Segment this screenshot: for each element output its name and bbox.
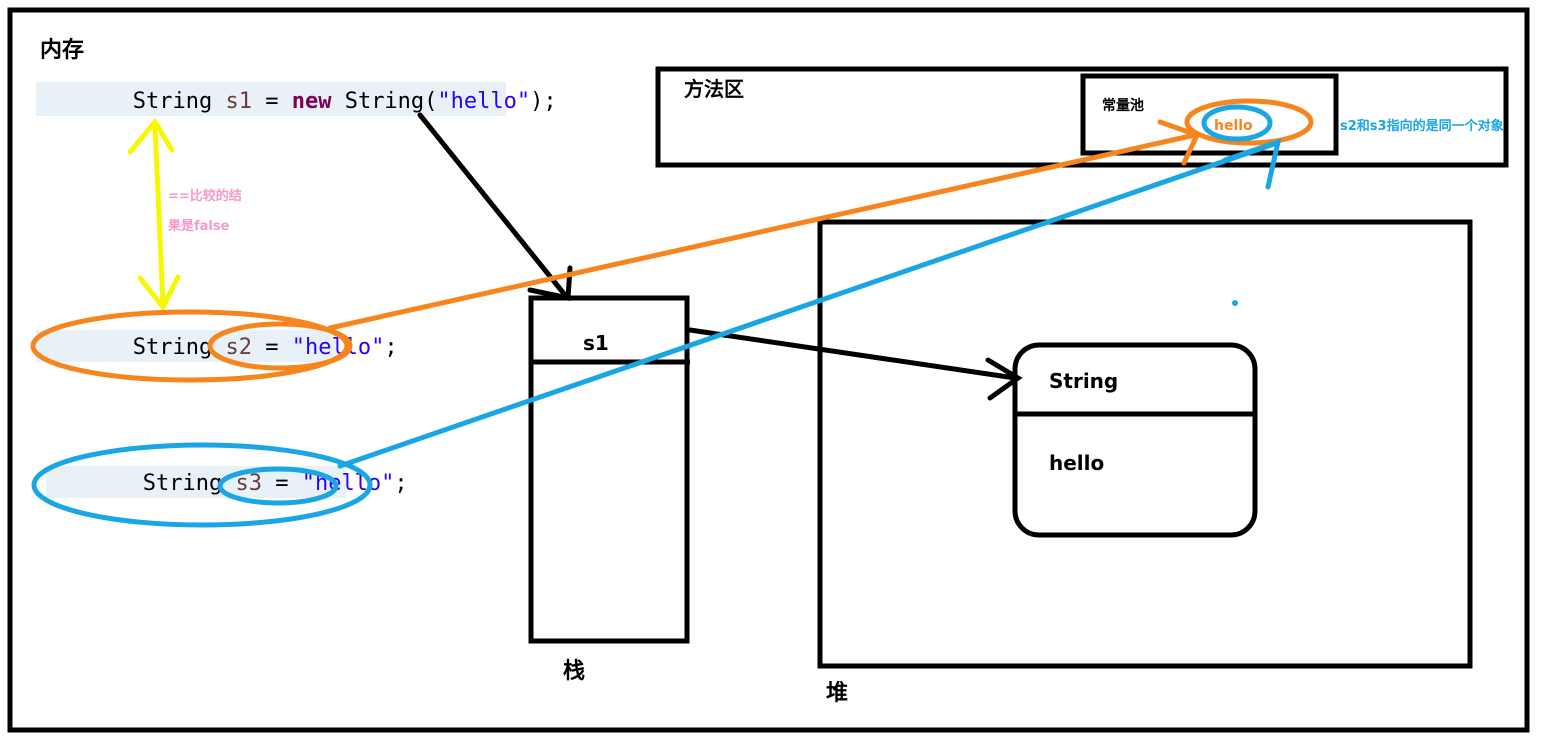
code-eq: = [252, 335, 292, 360]
code-eq: = [252, 89, 292, 114]
pool-hello-value: hello [1214, 118, 1253, 134]
same-object-note: s2和s3指向的是同一个对象 [1340, 118, 1504, 134]
method-area-label: 方法区 [684, 77, 744, 101]
s3-outer-circle [31, 442, 373, 528]
heap-object-type: String [1049, 369, 1118, 393]
code-type: String [133, 89, 212, 114]
constant-pool-label: 常量池 [1102, 97, 1144, 114]
s3-to-pool-arrow [337, 138, 1282, 469]
svg-text:String s2 = "hello";: String s2 = "hello"; [40, 335, 464, 360]
code-highlight [36, 82, 506, 116]
constant-pool-box [1080, 73, 1339, 156]
code-end: ; [384, 335, 397, 360]
stack-label: 栈 [563, 659, 585, 684]
method-area-box [655, 66, 1509, 168]
s2-to-pool-arrow [327, 119, 1201, 331]
svg-text:String s3 = "hello";: String s3 = "hello"; [50, 471, 474, 496]
code-ctor: String( [331, 89, 437, 114]
comparison-arrow [127, 117, 181, 312]
heap-string-object [1012, 342, 1258, 538]
code-literal: "hello" [437, 89, 530, 114]
code-end: ; [394, 471, 407, 496]
code-line-s2: String s2 = "hello"; [36, 330, 464, 362]
s1-to-stack-arrow [417, 112, 573, 302]
code-type: String [133, 335, 212, 360]
code-var: s1 [225, 89, 252, 114]
code-highlight [36, 330, 336, 362]
heap-box [817, 219, 1473, 669]
code-type: String [143, 471, 222, 496]
comparison-note-line1: ==比较的结 [168, 188, 242, 204]
memory-frame [7, 7, 1530, 733]
comparison-note-line2: 果是false [167, 219, 230, 234]
svg-text:String s1 = new String("hello": String s1 = new String("hello"); [40, 89, 623, 114]
s2-outer-circle [30, 309, 350, 383]
code-eq: = [262, 471, 302, 496]
code-end: ); [530, 89, 557, 114]
stack-box [528, 295, 690, 644]
s2-literal-circle [207, 321, 353, 371]
stack-to-heap-arrow [687, 327, 1023, 401]
heap-dot [1232, 300, 1238, 306]
memory-title: 内存 [40, 37, 84, 63]
stack-slot-s1: s1 [583, 331, 609, 355]
code-keyword: new [292, 89, 332, 114]
heap-label: 堆 [826, 681, 848, 706]
s3-literal-circle [217, 466, 339, 506]
code-var: s2 [225, 335, 252, 360]
pool-orange-circle [1184, 98, 1314, 146]
pool-blue-circle [1201, 104, 1273, 142]
code-line-s1: String s1 = new String("hello"); [36, 82, 623, 116]
heap-object-value: hello [1049, 451, 1104, 475]
